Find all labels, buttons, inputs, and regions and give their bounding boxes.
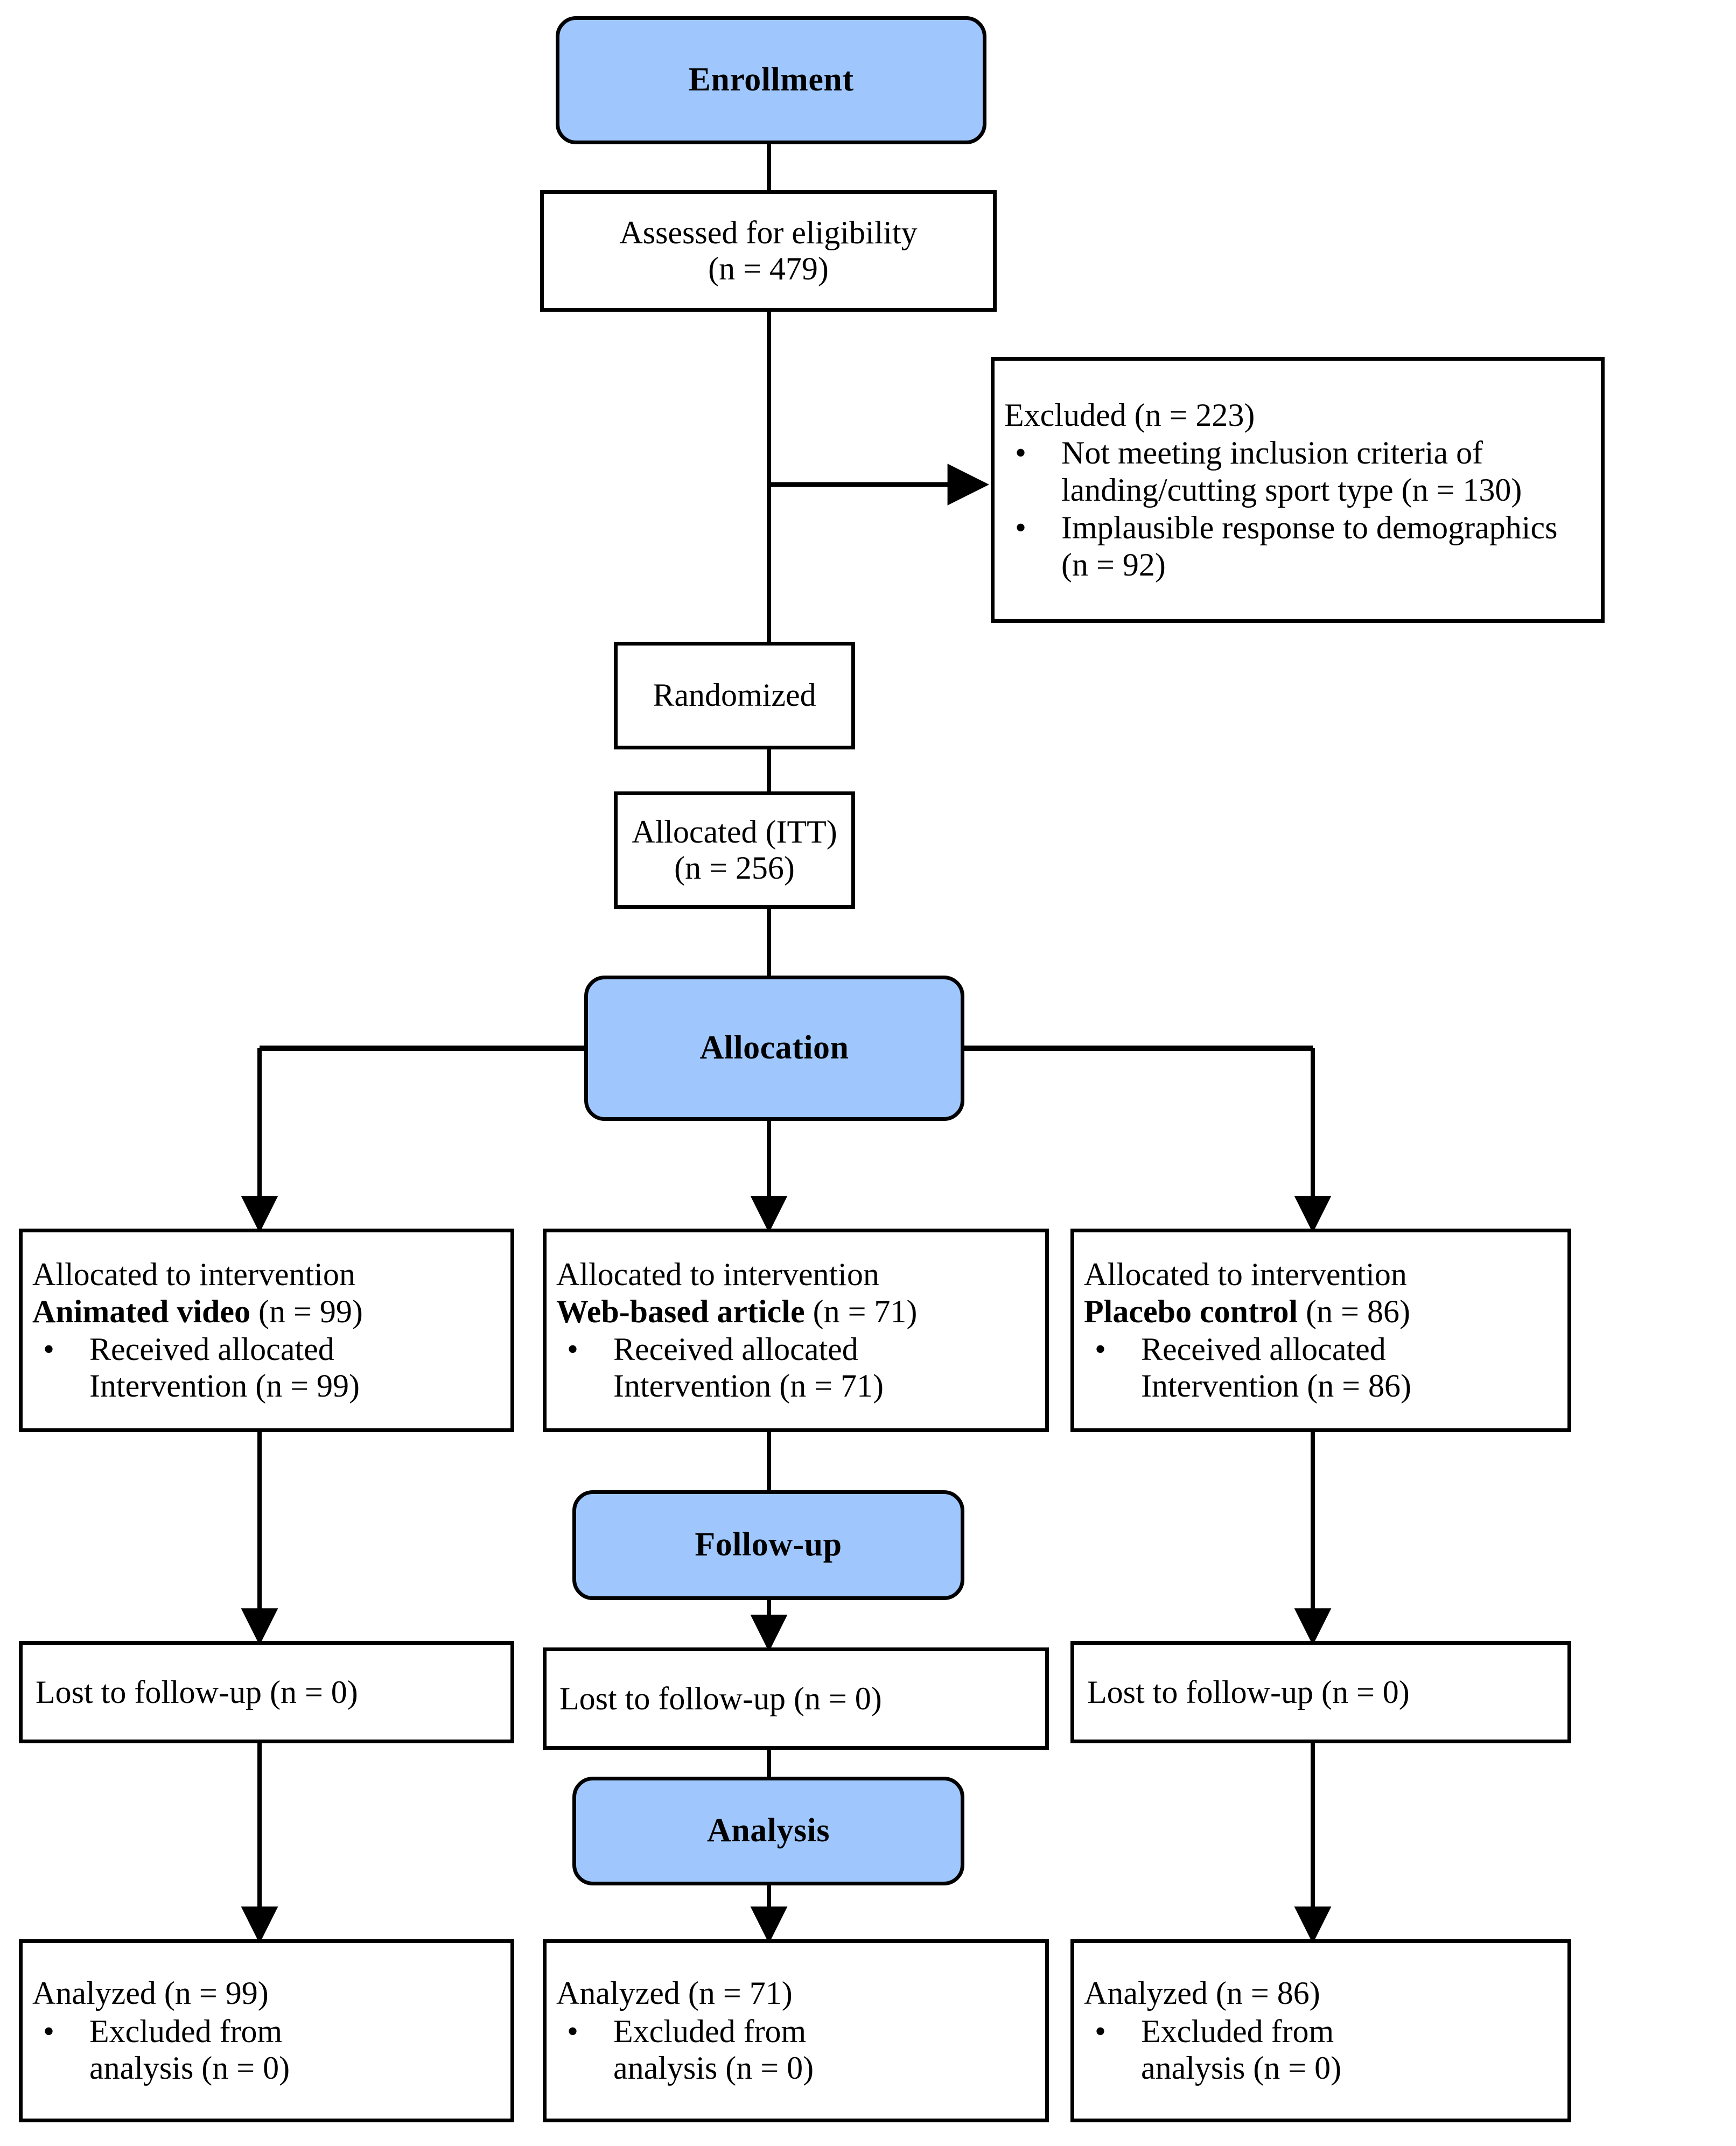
allocation-bullets-web-based-article: • Received allocated Intervention (n = 7… <box>556 1331 1035 1405</box>
allocation-arm-count: (n = 71) <box>813 1293 918 1329</box>
box-allocated-itt: Allocated (ITT) (n = 256) <box>614 791 855 909</box>
box-assessed-for-eligibility: Assessed for eligibility (n = 479) <box>540 190 997 312</box>
allocation-lead-web-based-article: Allocated to intervention <box>556 1256 1035 1293</box>
allocation-arm-name: Animated video <box>32 1293 250 1329</box>
bullet-icon: • <box>567 2013 579 2049</box>
excluded-reason-item: • Not meeting inclusion criteria of land… <box>1004 434 1591 508</box>
allocation-arm-name: Web-based article <box>556 1293 805 1329</box>
box-allocation-placebo-control: Allocated to intervention Placebo contro… <box>1070 1229 1571 1432</box>
stage-banner-analysis-label: Analysis <box>707 1812 830 1849</box>
stage-banner-analysis: Analysis <box>572 1777 964 1885</box>
bullet-icon: • <box>43 1331 55 1367</box>
allocation-arm-line-animated-video: Animated video (n = 99) <box>32 1293 501 1330</box>
allocation-bullet-line-2: Intervention (n = 99) <box>89 1368 360 1404</box>
excluded-reason-text: Not meeting inclusion criteria of landin… <box>1061 435 1522 508</box>
analyzed-heading-placebo-control: Analyzed (n = 86) <box>1084 1975 1320 2011</box>
allocation-bullets-animated-video: • Received allocated Intervention (n = 9… <box>32 1331 501 1405</box>
box-lost-to-followup-placebo-control: Lost to follow-up (n = 0) <box>1070 1641 1571 1743</box>
allocation-arm-name: Placebo control <box>1084 1293 1298 1329</box>
analyzed-heading-web-based-article: Analyzed (n = 71) <box>556 1975 793 2011</box>
bullet-icon: • <box>567 1331 579 1367</box>
box-lost-to-followup-animated-video: Lost to follow-up (n = 0) <box>19 1641 514 1743</box>
excluded-heading: Excluded (n = 223) <box>1004 397 1255 433</box>
allocation-bullet-line-2: Intervention (n = 86) <box>1141 1368 1412 1404</box>
analysis-bullets-web-based-article: • Excluded from analysis (n = 0) <box>556 2013 1035 2087</box>
stage-banner-allocation: Allocation <box>584 976 964 1121</box>
box-randomized: Randomized <box>614 642 855 749</box>
analysis-bullet-line-1: Excluded from <box>613 2013 807 2049</box>
box-lost-to-followup-web-based-article: Lost to follow-up (n = 0) <box>543 1647 1049 1750</box>
analysis-bullet-line-2: analysis (n = 0) <box>89 2050 290 2086</box>
box-analyzed-animated-video: Analyzed (n = 99) • Excluded from analys… <box>19 1939 514 2122</box>
analysis-bullet-item: • Excluded from analysis (n = 0) <box>1084 2013 1558 2087</box>
allocated-itt-line-1: Allocated (ITT) <box>632 813 837 850</box>
allocation-bullet-item: • Received allocated Intervention (n = 8… <box>1084 1331 1558 1405</box>
allocation-bullet-line-1: Received allocated <box>1141 1331 1386 1367</box>
stage-banner-followup: Follow-up <box>572 1490 964 1600</box>
allocation-lead-prefix: Allocated to intervention <box>1084 1257 1407 1293</box>
allocation-arm-count: (n = 86) <box>1306 1293 1410 1329</box>
analysis-bullet-line-1: Excluded from <box>89 2013 283 2049</box>
stage-banner-enrollment: Enrollment <box>556 16 986 144</box>
stage-banner-enrollment-label: Enrollment <box>688 61 854 99</box>
allocation-bullet-line-1: Received allocated <box>89 1331 334 1367</box>
assessed-line-2: (n = 479) <box>708 251 829 286</box>
lost-to-followup-text-web-based-article: Lost to follow-up (n = 0) <box>559 1680 882 1716</box>
bullet-icon: • <box>1015 510 1027 546</box>
allocation-bullet-item: • Received allocated Intervention (n = 7… <box>556 1331 1035 1405</box>
bullet-icon: • <box>1095 2013 1107 2049</box>
allocation-bullet-item: • Received allocated Intervention (n = 9… <box>32 1331 501 1405</box>
bullet-icon: • <box>1015 435 1027 471</box>
stage-banner-followup-label: Follow-up <box>695 1526 842 1563</box>
analysis-bullet-item: • Excluded from analysis (n = 0) <box>32 2013 501 2087</box>
analysis-bullet-item: • Excluded from analysis (n = 0) <box>556 2013 1035 2087</box>
excluded-reason-list: • Not meeting inclusion criteria of land… <box>1004 434 1591 583</box>
box-analyzed-web-based-article: Analyzed (n = 71) • Excluded from analys… <box>543 1939 1049 2122</box>
randomized-label: Randomized <box>653 677 816 713</box>
allocation-lead-prefix: Allocated to intervention <box>32 1257 355 1293</box>
stage-banner-allocation-label: Allocation <box>699 1029 849 1067</box>
analysis-bullet-line-1: Excluded from <box>1141 2013 1334 2049</box>
allocation-bullet-line-2: Intervention (n = 71) <box>613 1368 884 1404</box>
allocation-lead-placebo-control: Allocated to intervention <box>1084 1256 1558 1293</box>
box-analyzed-placebo-control: Analyzed (n = 86) • Excluded from analys… <box>1070 1939 1571 2122</box>
analysis-bullet-line-2: analysis (n = 0) <box>613 2050 814 2086</box>
allocated-itt-line-2: (n = 256) <box>674 850 795 886</box>
lost-to-followup-text-animated-video: Lost to follow-up (n = 0) <box>36 1674 358 1710</box>
allocation-bullet-line-1: Received allocated <box>613 1331 858 1367</box>
box-excluded: Excluded (n = 223) • Not meeting inclusi… <box>991 357 1605 623</box>
allocation-arm-line-web-based-article: Web-based article (n = 71) <box>556 1293 1035 1330</box>
assessed-line-1: Assessed for eligibility <box>619 214 918 250</box>
excluded-reason-text: Implausible response to demographics (n … <box>1061 510 1558 583</box>
box-allocation-web-based-article: Allocated to intervention Web-based arti… <box>543 1229 1049 1432</box>
analysis-bullets-placebo-control: • Excluded from analysis (n = 0) <box>1084 2013 1558 2087</box>
analysis-bullet-line-2: analysis (n = 0) <box>1141 2050 1342 2086</box>
allocation-lead-animated-video: Allocated to intervention <box>32 1256 501 1293</box>
allocation-arm-line-placebo-control: Placebo control (n = 86) <box>1084 1293 1558 1330</box>
bullet-icon: • <box>1095 1331 1107 1367</box>
box-allocation-animated-video: Allocated to intervention Animated video… <box>19 1229 514 1432</box>
excluded-reason-item: • Implausible response to demographics (… <box>1004 509 1591 583</box>
allocation-bullets-placebo-control: • Received allocated Intervention (n = 8… <box>1084 1331 1558 1405</box>
allocation-arm-count: (n = 99) <box>258 1293 363 1329</box>
lost-to-followup-text-placebo-control: Lost to follow-up (n = 0) <box>1087 1674 1410 1710</box>
analysis-bullets-animated-video: • Excluded from analysis (n = 0) <box>32 2013 501 2087</box>
allocation-lead-prefix: Allocated to intervention <box>556 1257 879 1293</box>
analyzed-heading-animated-video: Analyzed (n = 99) <box>32 1975 269 2011</box>
bullet-icon: • <box>43 2013 55 2049</box>
